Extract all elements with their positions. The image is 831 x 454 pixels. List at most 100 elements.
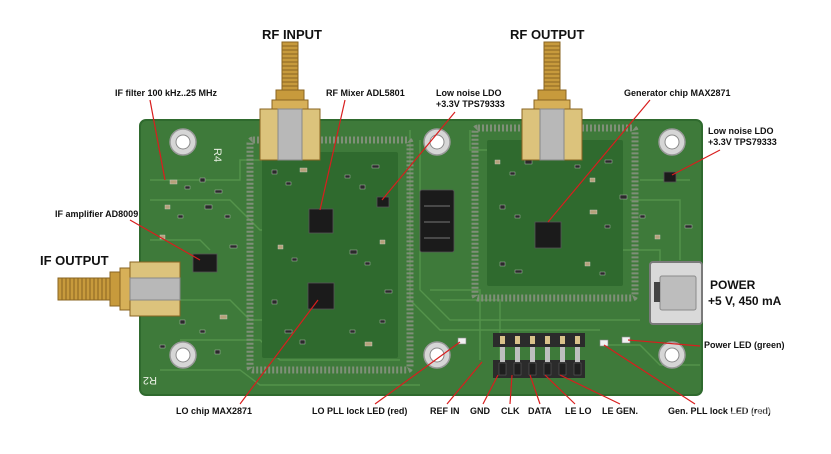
smd-part — [214, 349, 221, 355]
smd-part — [574, 164, 581, 169]
smd-part — [159, 344, 166, 349]
label-ref-in: REF IN — [430, 406, 460, 416]
label-rf-mixer: RF Mixer ADL5801 — [326, 88, 405, 98]
label-rf-output: RF OUTPUT — [510, 27, 585, 42]
header-pin-leg — [500, 347, 505, 362]
chip-ldo-right — [663, 171, 677, 183]
led-gen-pll — [599, 339, 609, 347]
smd-part — [271, 299, 278, 305]
smd-part — [299, 167, 308, 173]
label-rf-input: RF INPUT — [262, 27, 322, 42]
smd-part — [291, 257, 298, 262]
pointer-line — [627, 339, 701, 347]
smd-part — [164, 204, 171, 210]
label-le-lo: LE LO — [565, 406, 592, 416]
label-ldo-right-1: Low noise LDO — [708, 126, 774, 136]
smd-part — [199, 329, 206, 334]
header-pin — [545, 336, 550, 344]
shield-lo-left — [246, 136, 414, 374]
label-power-title: POWER — [710, 278, 756, 292]
lo-area-inner — [262, 152, 398, 358]
pointer-line — [671, 149, 721, 176]
smd-part — [169, 179, 178, 185]
pointer-line — [374, 341, 461, 405]
header-pin — [575, 336, 580, 344]
chip-if-amp — [192, 253, 218, 273]
smd-part — [364, 261, 371, 266]
header-body-lower — [493, 360, 585, 378]
smd-part — [271, 169, 278, 175]
smd-part — [604, 159, 613, 164]
label-ldo-left-1: Low noise LDO — [436, 88, 502, 98]
header-pin-socket — [543, 362, 552, 376]
label-le-gen: LE GEN. — [602, 406, 639, 416]
smd-part — [604, 224, 611, 229]
smd-part — [379, 239, 386, 245]
header-pin — [500, 336, 505, 344]
header-pin — [530, 336, 535, 344]
smd-part — [654, 234, 661, 240]
label-lo-chip: LO chip MAX2871 — [176, 406, 253, 416]
header-pin-socket — [573, 362, 582, 376]
label-if-filter: IF filter 100 kHz..25 MHz — [115, 88, 218, 98]
header-pins — [493, 333, 585, 378]
mounting-hole — [658, 128, 686, 156]
pointer-line — [446, 361, 483, 405]
silk-r4: R4 — [211, 148, 223, 162]
chip-lo-max2871 — [307, 282, 335, 310]
mounting-hole — [423, 341, 451, 369]
label-gen-pll: Gen. PLL lock LED (red) — [668, 406, 771, 416]
smd-part — [524, 159, 533, 165]
smd-part — [285, 181, 292, 186]
label-gnd: GND — [470, 406, 490, 416]
smd-part — [514, 214, 521, 219]
pointer-line — [319, 99, 346, 211]
smd-part — [349, 249, 358, 255]
smd-part — [589, 209, 598, 215]
smd-part — [224, 214, 231, 219]
pointer-line — [482, 374, 499, 405]
label-ldo-left-2: +3.3V TPS79333 — [436, 99, 505, 109]
smd-part — [359, 184, 366, 190]
label-data: DATA — [528, 406, 552, 416]
smd-part — [214, 189, 223, 194]
smd-part — [277, 244, 284, 250]
pointer-line — [149, 99, 166, 181]
label-generator: Generator chip MAX2871 — [624, 88, 731, 98]
header-pin — [560, 336, 565, 344]
led-lo-pll — [457, 337, 467, 345]
header-pin-socket — [498, 362, 507, 376]
mounting-hole — [658, 341, 686, 369]
passive-array — [419, 189, 455, 253]
header-pin-socket — [513, 362, 522, 376]
smd-part — [619, 194, 628, 200]
pointer-line — [603, 344, 696, 405]
pointer-line — [547, 99, 651, 223]
header-pin — [515, 336, 520, 344]
smd-part — [384, 289, 393, 294]
chip-rf-mixer — [308, 208, 334, 234]
smd-part — [494, 159, 501, 165]
chip-ldo-left — [376, 196, 390, 208]
header-pin-leg — [560, 347, 565, 362]
smd-part — [177, 214, 184, 219]
smd-part — [199, 177, 206, 183]
label-if-amp: IF amplifier AD8009 — [55, 209, 139, 219]
label-clk: CLK — [501, 406, 520, 416]
smd-part — [204, 204, 213, 210]
header-pin-leg — [575, 347, 580, 362]
smd-part — [229, 244, 238, 249]
label-if-output: IF OUTPUT — [40, 253, 109, 268]
header-body — [493, 333, 585, 347]
smd-part — [371, 164, 380, 169]
smd-part — [514, 269, 523, 274]
header-pin-leg — [545, 347, 550, 362]
smd-part — [184, 185, 191, 190]
pointer-line — [544, 374, 576, 405]
smd-part — [379, 319, 386, 324]
header-pin-leg — [530, 347, 535, 362]
silk-r2: R2 — [143, 374, 157, 386]
smd-part — [349, 329, 356, 334]
